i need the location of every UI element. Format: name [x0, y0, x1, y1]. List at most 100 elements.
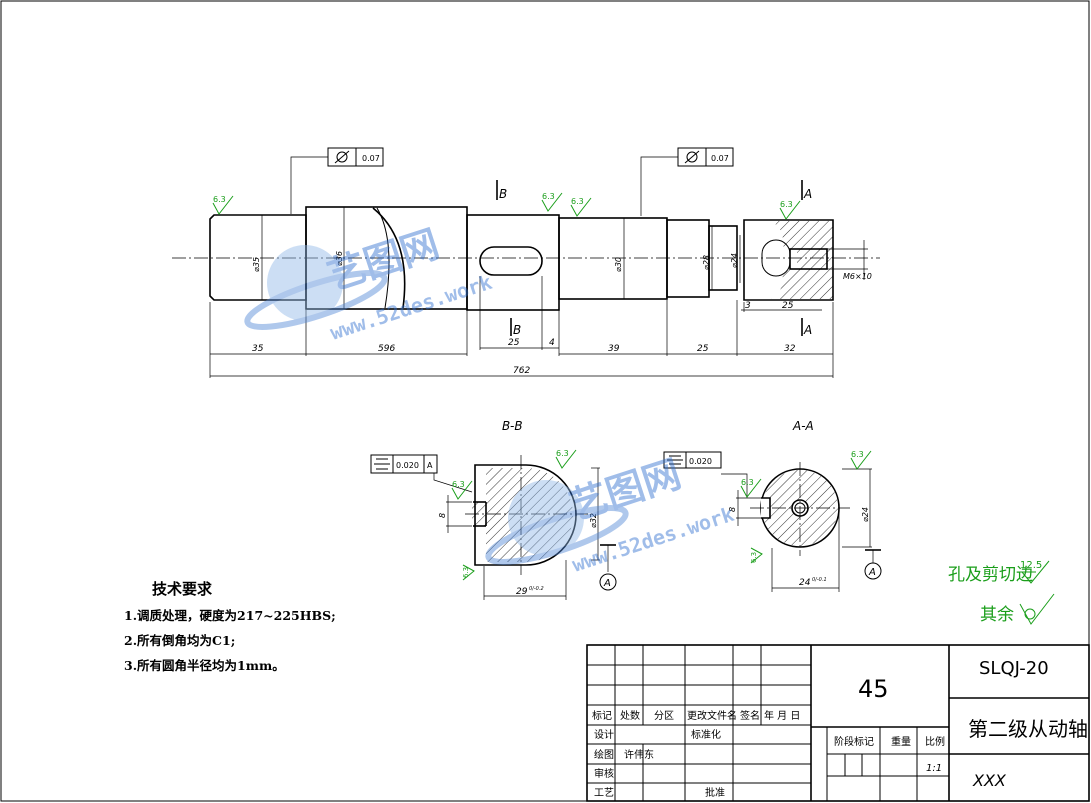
svg-text:6.3: 6.3 [556, 449, 569, 458]
section-mark-b-bottom: B [513, 323, 521, 337]
section-bb-slot: 8 [438, 513, 447, 518]
tb-material: 45 [858, 675, 889, 703]
section-aa-title: A-A [792, 419, 814, 433]
end-hatch [771, 221, 833, 299]
shoulder [558, 217, 668, 300]
rest-roughness-label: 其余 [980, 605, 1014, 625]
tb-drafter-label: 绘图 [594, 748, 614, 761]
tb-process-label: 工艺 [594, 787, 614, 799]
tb-weight-label: 重量 [891, 735, 911, 748]
section-mark-a-bottom: A [803, 323, 812, 337]
tech-req-item: 1.调质处理，硬度为217~225HBS; [124, 608, 336, 623]
tb-header-mark: 标记 [592, 710, 612, 722]
symmetry-frame-bb: 0.020 A [370, 454, 438, 474]
tb-stage-label: 阶段标记 [834, 735, 874, 748]
tb-header-signature: 签名 [740, 709, 760, 722]
runout-frame-right: 0.07 [677, 147, 734, 167]
tb-review-label: 审核 [594, 767, 614, 780]
section-bb [433, 455, 617, 600]
dim-25-key: 25 [508, 338, 520, 348]
roughness-symbol: 6.3 [740, 478, 762, 498]
roughness-symbol: 6.3 [850, 450, 872, 470]
tb-header-zone: 分区 [654, 710, 674, 722]
svg-text:0.07: 0.07 [711, 154, 729, 163]
svg-text:6.3: 6.3 [213, 195, 226, 204]
section-bb-width-tol: 0/-0.2 [529, 586, 544, 592]
dia-24: ⌀24 [730, 253, 739, 268]
tb-company: XXX [972, 771, 1007, 790]
svg-text:6.3: 6.3 [780, 200, 793, 209]
tb-scale-value: 1:1 [926, 763, 942, 774]
symmetry-frame-aa: 0.020 [663, 451, 722, 469]
section-bb-datum: A [603, 578, 611, 589]
tb-drawing-number: SLQJ-20 [979, 658, 1049, 679]
tb-approve-label: 批准 [705, 786, 725, 799]
svg-text:0.07: 0.07 [362, 154, 380, 163]
svg-text:6.3: 6.3 [571, 197, 584, 206]
dim-596: 596 [378, 344, 395, 354]
roughness-symbol: 6.3 [555, 449, 577, 469]
section-mark-a-top: A [803, 187, 812, 201]
section-aa-diameter: ⌀24 [861, 507, 870, 522]
dim-32: 32 [784, 344, 796, 354]
holes-roughness-label: 孔及剪切边 [948, 565, 1033, 585]
svg-text:6.3: 6.3 [741, 478, 754, 487]
tb-standard-label: 标准化 [691, 728, 721, 741]
tech-req-item: 2.所有倒角均为C1; [124, 633, 236, 648]
tb-scale-label: 比例 [925, 735, 945, 748]
tech-req-heading: 技术要求 [152, 580, 213, 598]
dim-25: 25 [697, 344, 709, 354]
roughness-symbol: 6.3 [750, 547, 763, 564]
section-aa-width: 24 [799, 578, 811, 588]
tb-header-count: 处数 [620, 709, 640, 722]
dim-762: 762 [513, 366, 530, 376]
dia-36: ⌀36 [335, 251, 344, 266]
section-aa-datum: A [868, 567, 876, 578]
roughness-symbol: 6.3 [462, 564, 475, 581]
holes-roughness-symbol: 12.5 [1018, 560, 1050, 584]
svg-text:6.3: 6.3 [851, 450, 864, 459]
thread-callout: M6×10 [843, 272, 872, 281]
roughness-symbol: 6.3 [779, 200, 801, 220]
dim-35: 35 [252, 344, 264, 354]
roughness-symbol: 6.3 [451, 480, 473, 500]
tb-part-name: 第二级从动轴 [968, 717, 1088, 741]
rest-roughness-symbol [1019, 593, 1055, 625]
svg-text:0.020: 0.020 [396, 461, 419, 470]
dim-3: 3 [745, 301, 751, 311]
section-bb-diameter: ⌀32 [589, 513, 598, 528]
dia-35: ⌀35 [252, 257, 261, 272]
svg-text:0.020: 0.020 [689, 457, 712, 466]
roughness-symbol: 6.3 [212, 195, 234, 215]
svg-text:6.3: 6.3 [542, 192, 555, 201]
shaft-main-view [172, 156, 880, 378]
watermark-logo: 艺图网 www.52des.work [244, 221, 495, 345]
section-bb-width: 29 [516, 587, 528, 597]
tb-designer-label: 设计 [594, 728, 614, 741]
shaft-end [743, 219, 834, 301]
dim-39: 39 [608, 344, 620, 354]
title-block [586, 644, 1090, 802]
svg-text:6.3: 6.3 [452, 480, 465, 489]
tb-header-date: 年 月 日 [764, 709, 800, 722]
section-aa-width-tol: 0/-0.1 [812, 577, 827, 583]
svg-text:6.3: 6.3 [750, 552, 758, 563]
section-aa-slot: 8 [728, 507, 737, 512]
tech-req-item: 3.所有圆角半径均为1mm。 [124, 658, 285, 673]
tb-drafter-name: 许伟东 [624, 748, 654, 761]
dia-30: ⌀30 [614, 257, 623, 272]
section-bb-title: B-B [502, 419, 523, 433]
section-aa [721, 462, 882, 592]
dim-4: 4 [549, 338, 555, 348]
gear-seat-arc-inner [376, 207, 390, 309]
technical-requirements: 技术要求 1.调质处理，硬度为217~225HBS; 2.所有倒角均为C1; 3… [124, 578, 336, 680]
runout-frame-left: 0.07 [327, 147, 384, 167]
keyway-slot [479, 246, 543, 276]
section-mark-b-top: B [499, 187, 507, 201]
roughness-symbol: 6.3 [570, 197, 592, 217]
svg-text:12.5: 12.5 [1020, 560, 1042, 571]
tapped-hole [789, 248, 828, 270]
tb-header-change-doc: 更改文件名 [687, 709, 737, 722]
